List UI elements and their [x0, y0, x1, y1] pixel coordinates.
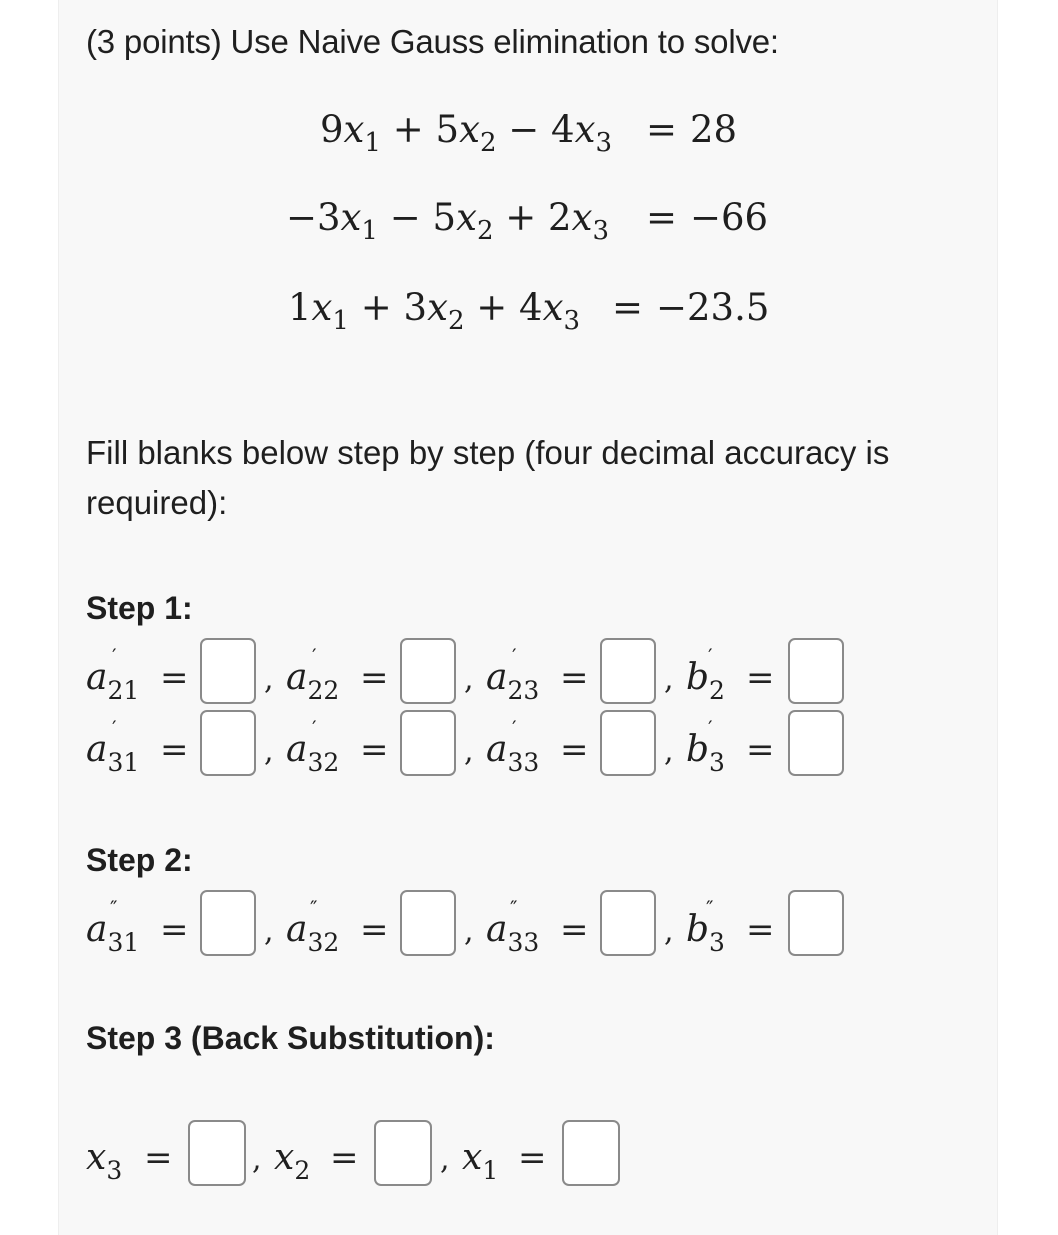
input-a32-prime[interactable]: [400, 710, 456, 776]
label-b2-prime: b′2: [686, 644, 725, 705]
equation-3-rhs: −23.5: [656, 286, 770, 329]
label-a32-prime: a′32: [286, 716, 340, 777]
label-x2: x2: [274, 1137, 311, 1186]
step-1-row-1: a′21 = , a′22 = , a′23 = , b′2 =: [0, 636, 1058, 712]
instructions: Fill blanks below step by step (four dec…: [86, 434, 890, 521]
input-a31-prime[interactable]: [200, 710, 256, 776]
input-x2[interactable]: [374, 1120, 432, 1186]
label-b3-prime: b′3: [686, 716, 725, 777]
label-x3: x3: [86, 1137, 123, 1186]
step-1-title: Step 1:: [86, 590, 193, 626]
input-b2-prime[interactable]: [788, 638, 844, 704]
label-a31-prime: a′31: [86, 716, 140, 777]
step-3-row-1: x3 = , x2 = , x1 =: [0, 1120, 1058, 1196]
step-2-row-1: a″31 = , a″32 = , a″33 = , b″3 =: [0, 888, 1058, 964]
step-2-title: Step 2:: [86, 842, 193, 878]
input-b3-double-prime[interactable]: [788, 890, 844, 956]
input-x1[interactable]: [562, 1120, 620, 1186]
input-a22-prime[interactable]: [400, 638, 456, 704]
label-a22-prime: a′22: [286, 644, 340, 705]
label-a32-double-prime: a″32: [286, 896, 340, 957]
label-a23-prime: a′23: [486, 644, 540, 705]
step-3-title: Step 3 (Back Substitution):: [86, 1020, 495, 1056]
input-a32-double-prime[interactable]: [400, 890, 456, 956]
input-a21-prime[interactable]: [200, 638, 256, 704]
label-a33-double-prime: a″33: [486, 896, 540, 957]
input-a33-prime[interactable]: [600, 710, 656, 776]
equation-2-rhs: −66: [690, 196, 769, 239]
label-x1: x1: [462, 1137, 499, 1186]
input-b3-prime[interactable]: [788, 710, 844, 776]
label-a33-prime: a′33: [486, 716, 540, 777]
question-card: [58, 0, 998, 1235]
label-b3-double-prime: b″3: [686, 896, 725, 957]
input-a23-prime[interactable]: [600, 638, 656, 704]
input-a31-double-prime[interactable]: [200, 890, 256, 956]
input-x3[interactable]: [188, 1120, 246, 1186]
equation-1-rhs: 28: [690, 108, 738, 151]
question-title: (3 points) Use Naive Gauss elimination t…: [86, 23, 779, 60]
label-a21-prime: a′21: [86, 644, 140, 705]
step-1-row-2: a′31 = , a′32 = , a′33 = , b′3 =: [0, 708, 1058, 784]
label-a31-double-prime: a″31: [86, 896, 140, 957]
input-a33-double-prime[interactable]: [600, 890, 656, 956]
